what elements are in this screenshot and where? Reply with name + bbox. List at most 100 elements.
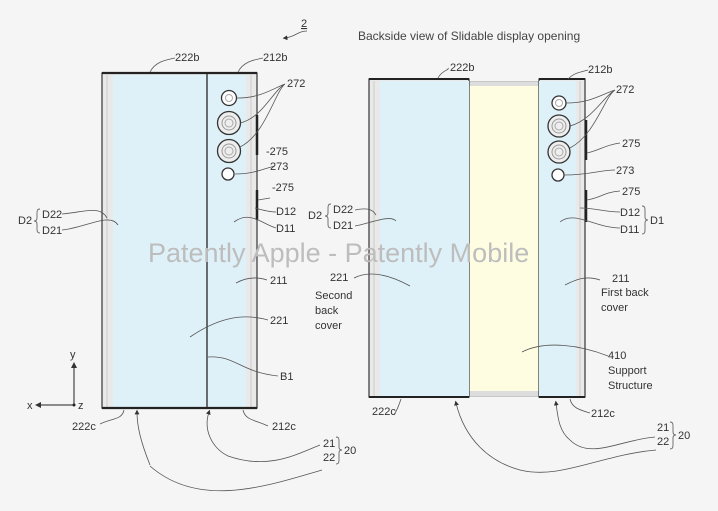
watermark: Patently Apple - Patently Mobile (148, 238, 529, 268)
leader-line (257, 197, 271, 201)
callout-label: cover (601, 302, 628, 314)
callout-label: D2 (308, 210, 322, 222)
callout-label: 222c (372, 406, 396, 418)
right-device-open (353, 67, 657, 473)
callout-label: 212b (588, 64, 612, 76)
callout-label: D21 (42, 225, 62, 237)
leader-line (207, 356, 279, 377)
leader-line (586, 190, 621, 201)
callout-label: 22 (657, 436, 669, 448)
leader-line (235, 277, 268, 284)
leader-line (233, 207, 277, 229)
callout-label: Second (315, 290, 352, 302)
callout-label: 273 (616, 165, 634, 177)
leader-line (564, 277, 601, 286)
callout-label: 2 (301, 18, 307, 30)
leader-line (353, 273, 411, 287)
callout-label: 272 (287, 78, 305, 90)
callout-label: 222b (175, 52, 199, 64)
right-device-labels: 222b 212b 272 275 273 275 D2 D22 D21 D12… (308, 62, 690, 450)
callout-label: D22 (42, 209, 62, 221)
leader-line (99, 409, 125, 425)
callout-label: 275 (622, 138, 640, 150)
callout-label: 21 (657, 422, 669, 434)
leader-line (354, 208, 397, 227)
brace (324, 203, 332, 229)
callout-label: 221 (270, 315, 288, 327)
callout-label: x (27, 400, 33, 412)
second-back-cover (113, 75, 207, 407)
callout-label: Structure (608, 380, 653, 392)
callout-label: 273 (270, 161, 288, 173)
leader-line (205, 409, 321, 463)
callout-label: 212c (591, 408, 615, 420)
leader-line (567, 69, 589, 80)
leader-line (149, 57, 176, 73)
camera-lens-icon (551, 95, 567, 111)
callout-label: D12 (276, 206, 296, 218)
callout-label: 20 (344, 445, 356, 457)
leader-line (282, 30, 308, 41)
brace (669, 421, 677, 450)
callout-label: 22 (323, 452, 335, 464)
leader-line (236, 83, 286, 148)
leader-line (565, 89, 616, 149)
brace (33, 208, 41, 234)
support-structure (468, 81, 540, 397)
callout-label: 21 (323, 438, 335, 450)
callout-label: D21 (333, 220, 353, 232)
callout-label: -275 (272, 182, 294, 194)
left-device-labels: 222b 212b 272 -275 273 -275 D2 D22 D21 D… (18, 52, 356, 465)
leader-line (454, 400, 657, 473)
leader-line (563, 169, 616, 176)
leader-line (61, 209, 119, 231)
leader-line (242, 409, 269, 427)
callout-label: 20 (678, 430, 690, 442)
callout-label: D2 (18, 215, 32, 227)
leader-line (134, 409, 151, 466)
callout-label: 211 (270, 275, 288, 287)
leader-line (234, 165, 276, 175)
callout-label: 410 (608, 350, 626, 362)
camera-lens-icon (216, 138, 242, 164)
leader-line (521, 344, 609, 357)
callout-label: Support (608, 365, 647, 377)
brace (641, 205, 649, 235)
leader-line (393, 398, 402, 416)
leader-line (237, 57, 264, 73)
left-device-closed: y x z (27, 57, 323, 492)
flash-icon (221, 167, 235, 181)
camera-lens-icon (216, 110, 242, 136)
callout-label: D11 (276, 223, 295, 235)
figure-title: Backside view of Slidable display openin… (358, 29, 580, 43)
leader-line (437, 67, 449, 79)
callout-label: B1 (280, 371, 293, 383)
callout-label: D22 (333, 204, 353, 216)
camera-module (216, 89, 242, 181)
callout-label: y (70, 349, 76, 361)
leader-line (586, 142, 621, 154)
camera-lens-icon (220, 89, 238, 107)
leader-line (559, 207, 621, 229)
callout-label: D11 (620, 224, 639, 236)
figure-number: 2 (282, 18, 308, 41)
flash-icon (551, 168, 565, 182)
callout-label: 212c (272, 421, 296, 433)
callout-label: z (78, 400, 84, 412)
camera-lens-icon (547, 140, 571, 164)
callout-label: -275 (266, 146, 288, 158)
camera-lens-icon (547, 114, 571, 138)
leader-line (149, 465, 323, 492)
callout-label: cover (315, 320, 342, 332)
callout-label: D1 (650, 215, 664, 227)
axis-indicator: y x z (27, 349, 84, 412)
callout-label: 221 (330, 272, 348, 284)
callout-label: 212b (263, 52, 287, 64)
callout-label: back (315, 305, 339, 317)
callout-label: 222b (450, 62, 474, 74)
leader-line (569, 398, 591, 414)
leader-line (189, 316, 269, 338)
brace (335, 436, 343, 465)
